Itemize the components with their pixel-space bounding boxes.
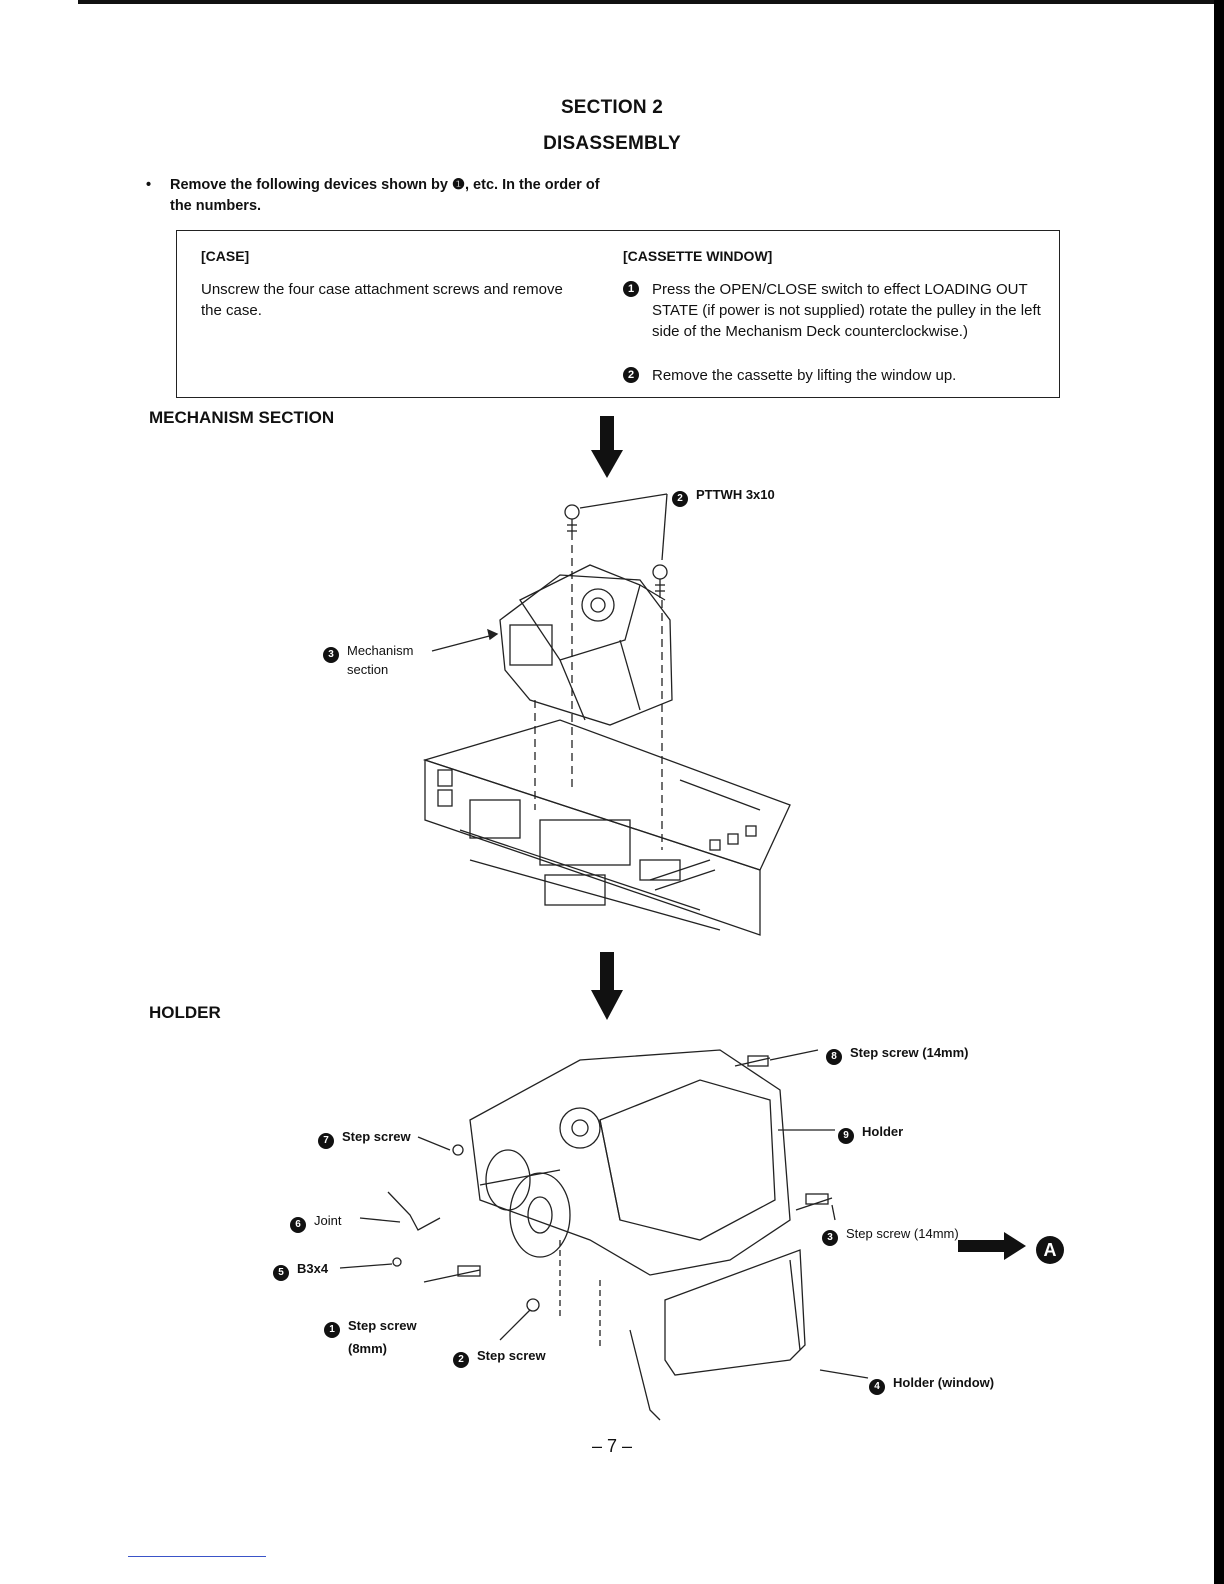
callout-joint: 6 Joint (290, 1210, 341, 1233)
top-rule (78, 0, 1224, 4)
callout-text: (8mm) (348, 1341, 388, 1356)
down-arrow-1 (591, 416, 623, 478)
mechanism-drawing (422, 493, 791, 936)
callout-text: Joint (314, 1213, 342, 1228)
cassette-step-2: 2 Remove the cassette by lifting the win… (623, 365, 1043, 386)
callout-number: 2 (672, 491, 688, 507)
step-number-2: 2 (623, 367, 639, 383)
callout-number: 3 (323, 647, 339, 663)
callout-holder: 9 Holder (838, 1121, 903, 1144)
right-edge-bar (1214, 0, 1224, 1584)
case-text: Unscrew the four case attachment screws … (201, 281, 563, 319)
callout-number: 1 (324, 1322, 340, 1338)
callout-text: Step screw (342, 1129, 411, 1144)
bottom-rule (128, 1556, 266, 1557)
callout-text: Step screw (477, 1348, 546, 1363)
callout-pttwh: 2 PTTWH 3x10 (672, 484, 775, 507)
cassette-window-heading: [CASSETTE WINDOW] (623, 248, 773, 264)
callout-number: 4 (869, 1379, 885, 1395)
callout-text: Holder (862, 1124, 904, 1139)
cassette-step-1: 1 Press the OPEN/CLOSE switch to effect … (623, 279, 1043, 342)
callout-text: Step screw (14mm) (846, 1226, 959, 1241)
callout-b3x4: 5 B3x4 (273, 1258, 328, 1281)
continue-arrow (958, 1232, 1026, 1260)
callout-number: 6 (290, 1217, 306, 1233)
callout-number: 3 (822, 1230, 838, 1246)
callout-step-screw-14mm-bottom: 3 Step screw (14mm) (822, 1223, 959, 1246)
bullet: • (146, 177, 152, 193)
section-number: SECTION 2 (560, 97, 664, 118)
callout-text: Mechanism (347, 643, 414, 658)
holder-drawing (339, 1049, 869, 1421)
page-number: – 7 – (591, 1436, 633, 1456)
holder-section-label: HOLDER (149, 1003, 221, 1022)
instructions-box: [CASE] Unscrew the four case attachment … (176, 230, 1060, 398)
callout-text: Holder (window) (893, 1375, 995, 1390)
callout-text: Step screw (348, 1318, 417, 1333)
callout-number: 5 (273, 1265, 289, 1281)
callout-holder-window: 4 Holder (window) (869, 1372, 994, 1395)
step-number-1: 1 (623, 281, 639, 297)
callout-text: PTTWH 3x10 (696, 487, 775, 502)
callout-step-screw-7: 7 Step screw (318, 1126, 411, 1149)
callout-number: 2 (453, 1352, 469, 1368)
callout-text: B3x4 (297, 1261, 329, 1276)
page-title: DISASSEMBLY (543, 133, 681, 154)
callout-step-screw-14mm-top: 8 Step screw (14mm) (826, 1042, 969, 1065)
mechanism-section-label: MECHANISM SECTION (149, 408, 335, 427)
continue-marker: A (1036, 1236, 1064, 1264)
callout-number: 7 (318, 1133, 334, 1149)
callout-text: section (347, 662, 389, 677)
callout-step-screw-8mm: 1 Step screw (324, 1315, 417, 1338)
step-text-1: Press the OPEN/CLOSE switch to effect LO… (652, 281, 1041, 340)
intro-text: Remove the following devices shown by ❶,… (170, 177, 600, 214)
callout-number: 9 (838, 1128, 854, 1144)
intro-instruction: • Remove the following devices shown by … (146, 175, 620, 217)
callout-mechanism-line2: section (347, 659, 388, 680)
callout-text: Step screw (14mm) (850, 1045, 969, 1060)
step-text-2: Remove the cassette by lifting the windo… (652, 367, 957, 384)
callout-step-screw-2: 2 Step screw (453, 1345, 546, 1368)
case-heading: [CASE] (201, 248, 250, 264)
callout-step-screw-8mm-line2: (8mm) (348, 1338, 387, 1359)
down-arrow-2 (591, 952, 623, 1020)
callout-number: 8 (826, 1049, 842, 1065)
callout-mechanism: 3 Mechanism (323, 640, 413, 663)
